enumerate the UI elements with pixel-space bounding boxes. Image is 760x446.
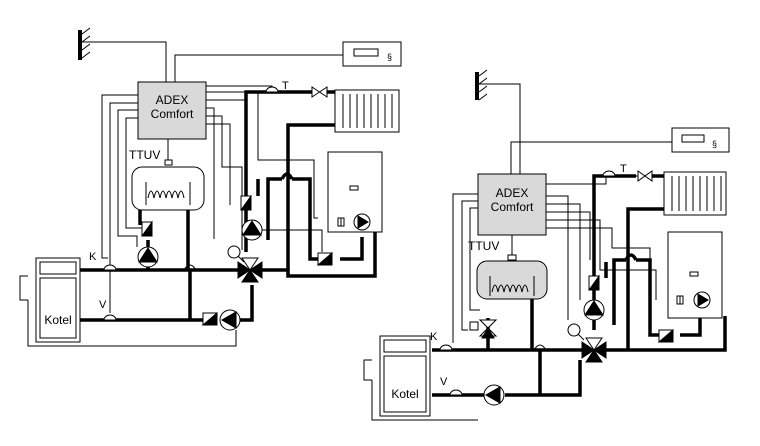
sensor-t-right: T	[602, 163, 627, 177]
tank-label: TTUV	[468, 239, 499, 253]
svg-text:§: §	[387, 52, 392, 62]
sensor-k-label: K	[89, 251, 97, 263]
pump-icon	[240, 194, 263, 241]
schematic-right: § ADEX Comfort T	[363, 69, 730, 421]
boiler-label: Kotel	[391, 387, 418, 401]
pipe-crossings-left	[183, 172, 294, 271]
schematic-left: § ADEX Comfort T	[19, 27, 402, 347]
sensor-k-label: K	[430, 331, 438, 343]
hot-water-tank-icon: TTUV	[468, 239, 548, 300]
pump-icon	[201, 309, 241, 331]
pump-icon	[583, 274, 605, 321]
sensor-v-label: V	[99, 299, 107, 311]
sensor-t-label: T	[282, 80, 289, 92]
sensor-k-right: K	[430, 331, 453, 351]
radiator-icon	[334, 89, 400, 133]
pump-icon	[657, 328, 674, 343]
controller-box-right: ADEX Comfort	[477, 173, 547, 236]
sensor-k-left: K	[89, 251, 117, 271]
boiler-kotel-left: Kotel	[35, 257, 81, 343]
pump-icon	[137, 220, 159, 268]
wall-boiler-icon	[667, 231, 723, 319]
radiator-icon	[663, 171, 727, 216]
hot-water-tank-icon: TTUV	[129, 148, 205, 211]
boiler-kotel-right: Kotel	[379, 335, 431, 417]
mixing-valve-icon	[469, 319, 498, 339]
outdoor-sensor-icon	[475, 69, 488, 101]
controller-box-left: ADEX Comfort	[137, 81, 207, 140]
room-unit-icon: §	[342, 41, 402, 67]
sensor-v-label: V	[440, 376, 448, 388]
mixing-valve-icon	[567, 323, 607, 363]
room-unit-icon: §	[671, 127, 730, 153]
outdoor-sensor-icon	[78, 27, 91, 60]
pump-icon	[316, 251, 333, 266]
svg-text:§: §	[712, 139, 717, 149]
check-valve-icon	[637, 170, 653, 182]
controller-name: ADEX	[156, 93, 189, 107]
mixing-valve-icon	[227, 245, 263, 283]
boiler-label: Kotel	[44, 313, 71, 327]
controller-model: Comfort	[491, 200, 534, 214]
pump-icon	[483, 384, 505, 406]
tank-label: TTUV	[129, 148, 160, 162]
controller-model: Comfort	[151, 107, 194, 121]
sensor-v-left: V	[99, 299, 117, 321]
sensor-v-right: V	[440, 376, 463, 396]
wall-boiler-icon	[327, 151, 383, 233]
pipe-crossings-right	[533, 253, 638, 351]
check-valve-icon	[311, 86, 328, 98]
controller-name: ADEX	[496, 186, 529, 200]
sensor-t-label: T	[620, 163, 627, 175]
sensor-t-left: T	[265, 80, 289, 93]
